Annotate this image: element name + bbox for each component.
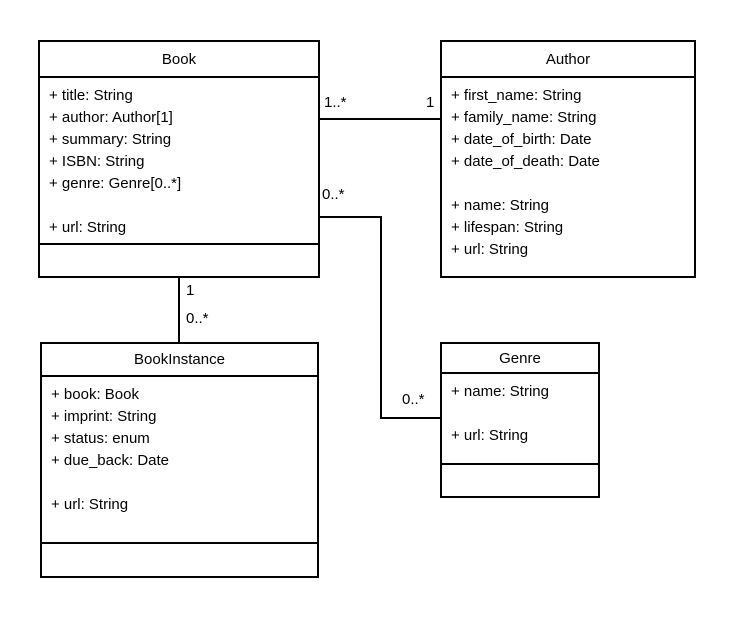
- attribute-line: + date_of_birth: Date: [451, 131, 592, 148]
- multiplicity-book-genre-source: 0..*: [322, 186, 345, 203]
- attribute-line: [451, 403, 592, 425]
- association-book-genre: [319, 216, 440, 419]
- attribute-line: + url: String: [451, 241, 529, 258]
- multiplicity-book-bookinstance-source: 1: [186, 282, 195, 299]
- multiplicity-book-bookinstance-target: 0..*: [186, 310, 209, 327]
- attribute-line: [51, 472, 311, 494]
- class-box-author: Author + first_name: String + family_name…: [440, 40, 696, 278]
- class-attributes-genre: + name: String + url: String: [442, 374, 598, 463]
- multiplicity-book-genre-target: 0..*: [402, 391, 425, 408]
- class-attributes-book: + title: String + author: Author[1] + summ…: [40, 78, 318, 243]
- attribute-line: + url: String: [451, 427, 529, 444]
- class-methods-compartment-bookinstance: [42, 542, 317, 576]
- class-title-genre: Genre: [442, 344, 598, 374]
- class-methods-compartment-genre: [442, 463, 598, 496]
- attribute-line: + book: Book: [51, 386, 139, 403]
- attribute-line: + imprint: String: [51, 408, 157, 425]
- class-methods-compartment-book: [40, 243, 318, 276]
- attribute-line: + title: String: [49, 87, 133, 104]
- class-attributes-author: + first_name: String + family_name: Strin…: [442, 78, 694, 276]
- attribute-line: + due_back: Date: [51, 452, 170, 469]
- class-title-author: Author: [442, 42, 694, 78]
- attribute-line: + family_name: String: [451, 109, 597, 126]
- attribute-line: + lifespan: String: [451, 219, 564, 236]
- class-box-book: Book + title: String+ author: Author[1]+…: [38, 40, 320, 278]
- attribute-line: + status: enum: [51, 430, 150, 447]
- class-attributes-bookinstance: + book: Book + imprint: String + status: e…: [42, 377, 317, 542]
- attribute-line: + summary: String: [49, 131, 172, 148]
- attribute-line: + first_name: String: [451, 87, 582, 104]
- class-title-book: Book: [40, 42, 318, 78]
- multiplicity-book-author-target: 1: [426, 94, 435, 111]
- attribute-line: [451, 173, 688, 195]
- attribute-line: + url: String: [51, 496, 129, 513]
- attribute-line: + date_of_death: Date: [451, 153, 600, 170]
- attribute-line: [49, 195, 312, 217]
- class-box-bookinstance: BookInstance + book: Book + imprint: Stri…: [40, 342, 319, 578]
- attribute-line: + url: String: [49, 219, 127, 236]
- attribute-line: + ISBN: String: [49, 153, 145, 170]
- attribute-line: + name: String: [451, 383, 549, 400]
- multiplicity-book-author-source: 1..*: [324, 94, 347, 111]
- attribute-line: + name: String: [451, 197, 549, 214]
- attribute-line: + genre: Genre[0..*]: [49, 175, 182, 192]
- class-title-bookinstance: BookInstance: [42, 344, 317, 377]
- class-box-genre: Genre + name: String + url: String: [440, 342, 600, 498]
- attribute-line: + author: Author[1]: [49, 109, 173, 126]
